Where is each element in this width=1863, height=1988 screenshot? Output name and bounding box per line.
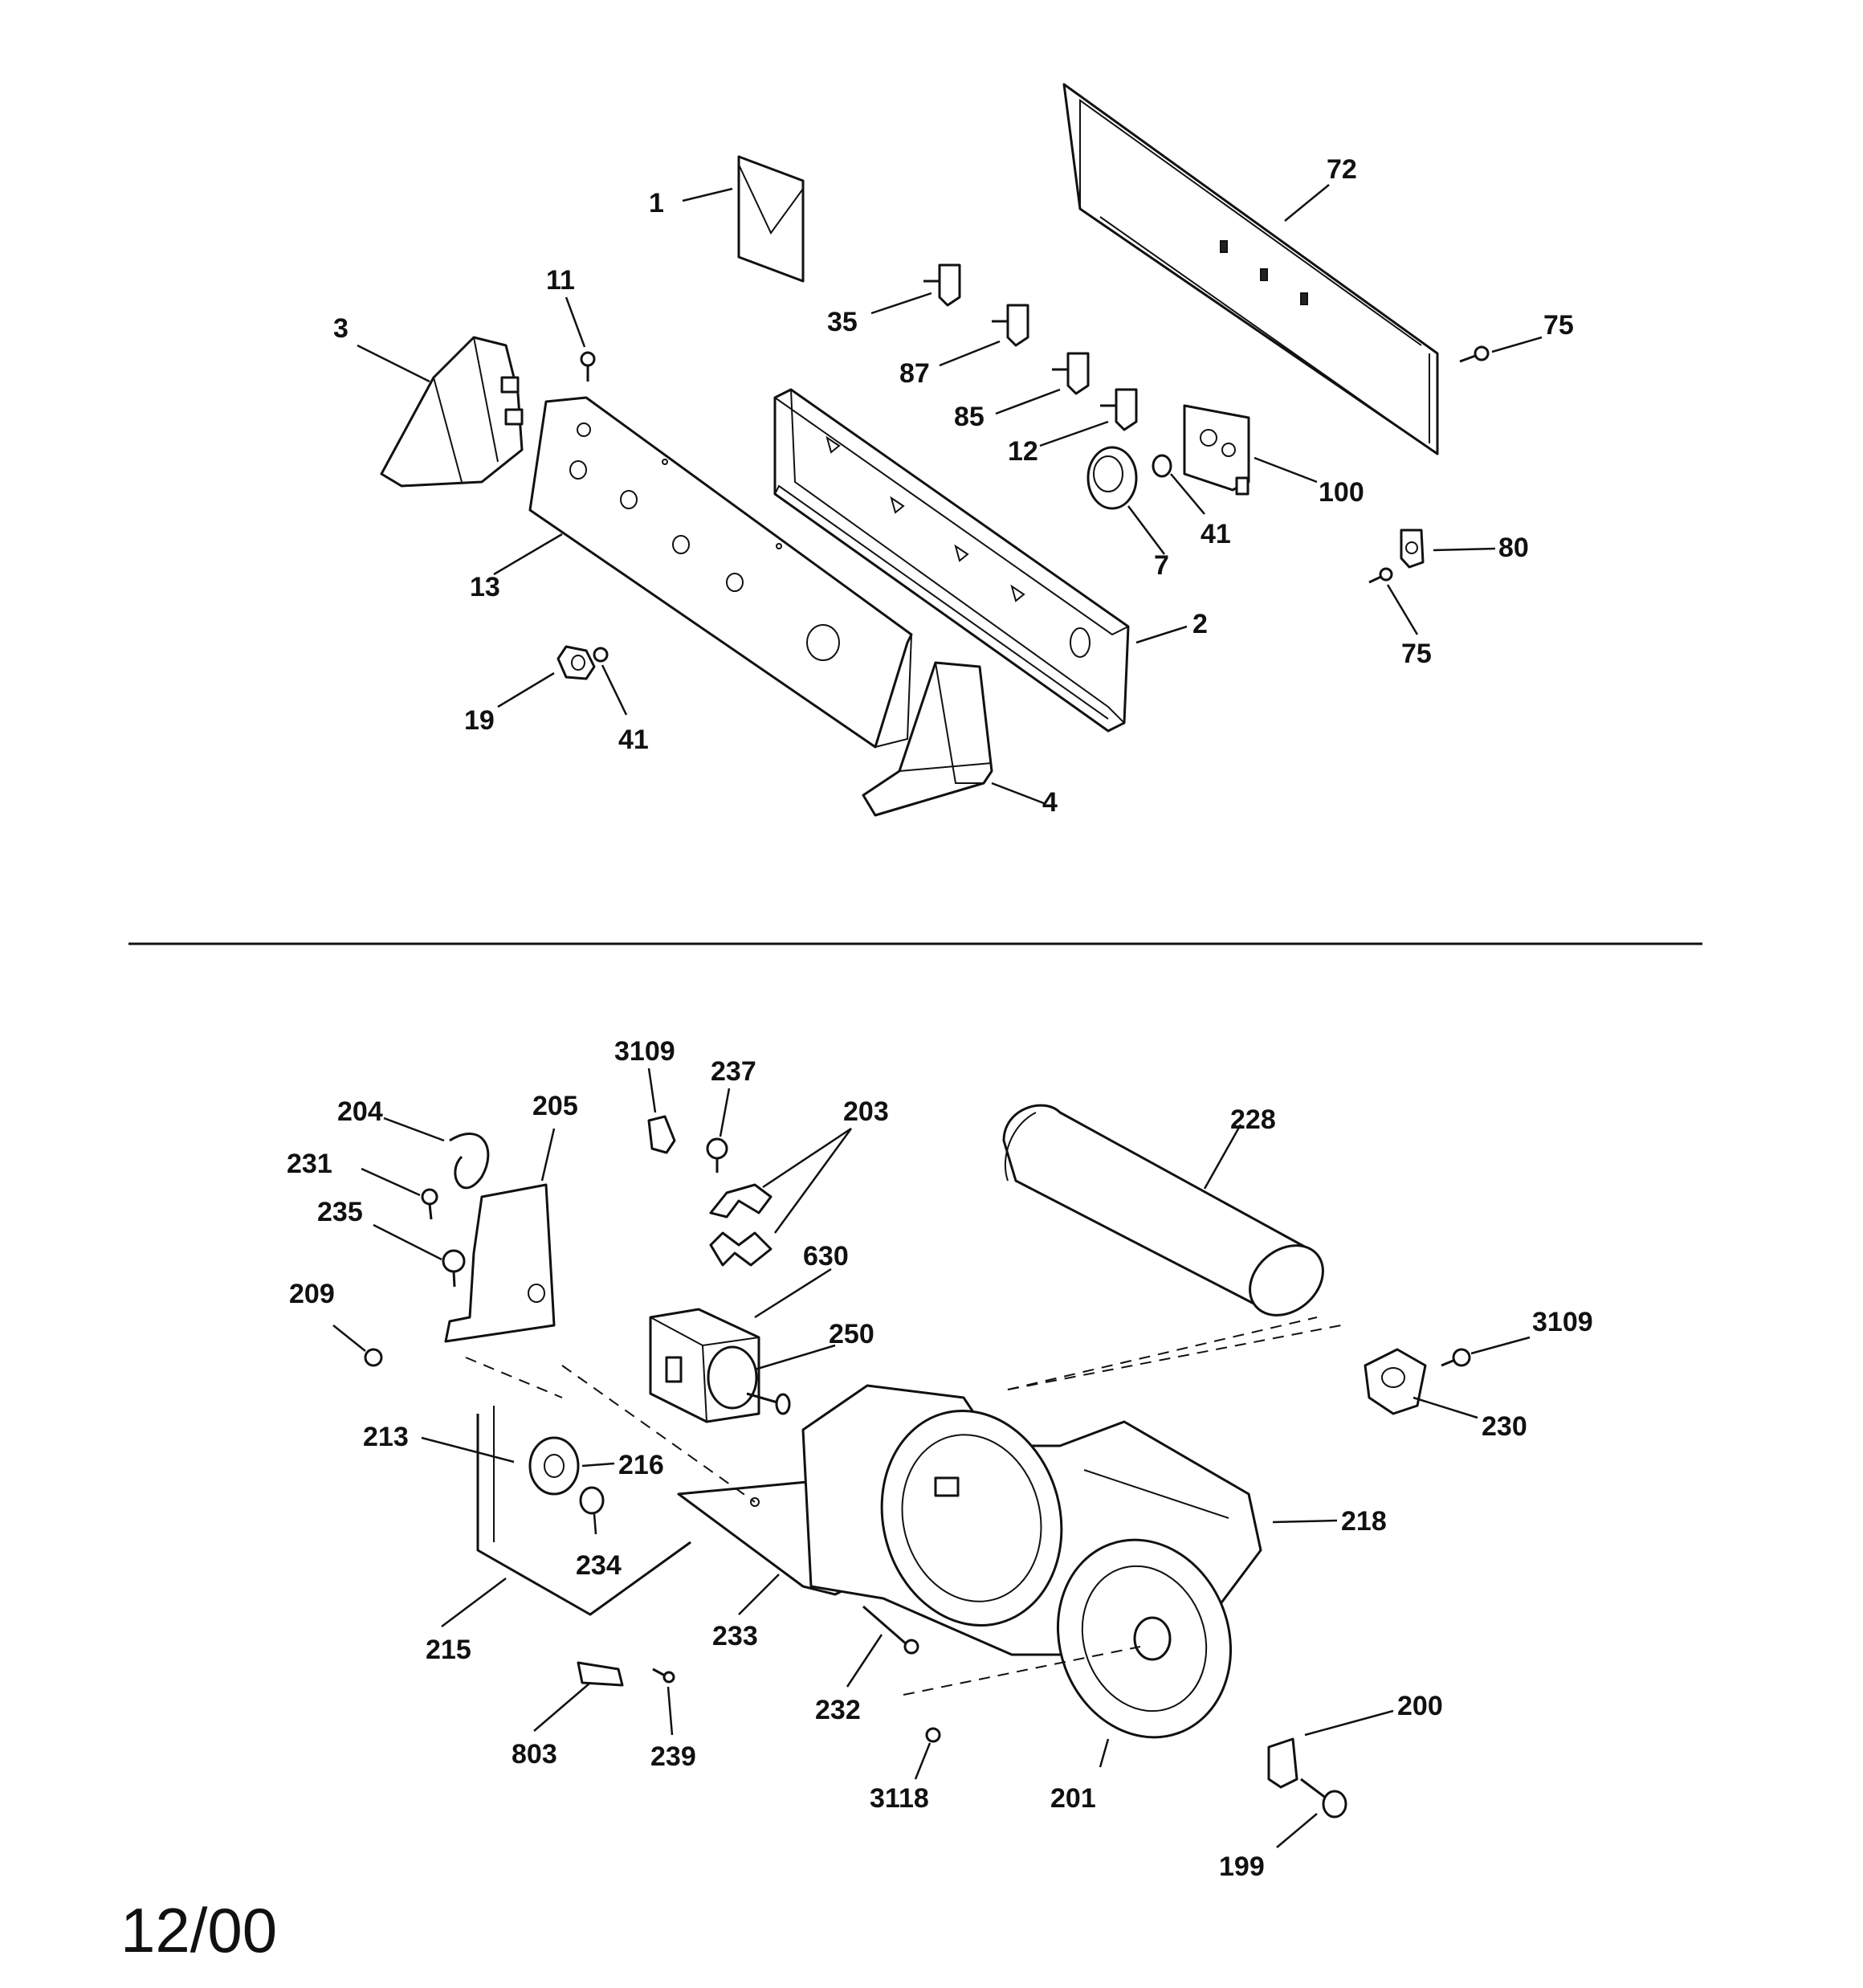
part-1-envelope [737, 155, 805, 283]
part-12-switch-bracket [1100, 388, 1138, 431]
part-80-clip [1400, 529, 1425, 569]
part-239-screw [652, 1668, 675, 1684]
part-11-screw [580, 351, 596, 382]
part-87-switch-bracket [992, 304, 1029, 347]
callout-204: 204 [337, 1096, 383, 1127]
callout-215: 215 [426, 1635, 471, 1665]
callout-12: 12 [1008, 436, 1038, 467]
part-228-exhaust-duct [1002, 1104, 1324, 1316]
part-4-end-bracket [862, 661, 993, 817]
part-237-screw [706, 1137, 728, 1173]
part-203-clamp-upper [709, 1183, 773, 1219]
part-234-pulley-small [579, 1486, 605, 1515]
callout-237: 237 [711, 1056, 756, 1087]
part-803-connector [577, 1661, 624, 1687]
part-213-heater-element [476, 1406, 691, 1616]
part-19-knob [556, 645, 596, 680]
callout-234: 234 [576, 1550, 622, 1581]
part-85-switch-bracket [1052, 352, 1090, 395]
part-203-clamp-lower [709, 1231, 773, 1267]
part-201-blower-wheel [1056, 1538, 1233, 1739]
callout-3109-upper: 3109 [614, 1036, 675, 1067]
callout-35: 35 [827, 307, 858, 337]
callout-72: 72 [1327, 154, 1357, 185]
callout-205: 205 [532, 1091, 578, 1121]
callout-228: 228 [1230, 1104, 1276, 1135]
callout-1: 1 [649, 188, 664, 218]
part-235-screw [442, 1249, 466, 1288]
callout-203: 203 [843, 1096, 889, 1127]
callout-209: 209 [289, 1279, 335, 1309]
callout-213: 213 [363, 1422, 409, 1452]
part-200-bracket [1267, 1737, 1298, 1789]
callout-232: 232 [815, 1695, 861, 1725]
callout-75-lower: 75 [1401, 639, 1432, 669]
part-204-clip [449, 1133, 490, 1190]
part-209-nut [364, 1348, 383, 1367]
date-code: 12/00 [120, 1895, 277, 1966]
part-216-pulley [528, 1436, 580, 1496]
part-75-screw-upper [1459, 345, 1490, 363]
callout-19: 19 [464, 705, 495, 736]
callout-250: 250 [829, 1319, 874, 1349]
callout-11: 11 [546, 265, 575, 296]
callout-100: 100 [1319, 477, 1364, 508]
part-205-bracket [444, 1183, 556, 1343]
part-199-bolt [1300, 1778, 1347, 1819]
callout-199: 199 [1219, 1851, 1265, 1882]
callout-201: 201 [1050, 1783, 1096, 1814]
part-35-switch-bracket [923, 263, 961, 307]
callout-3109-right: 3109 [1532, 1307, 1593, 1337]
part-3118-screw [925, 1727, 941, 1743]
part-231-screw [421, 1188, 438, 1220]
callout-231: 231 [287, 1149, 332, 1179]
callout-803: 803 [512, 1739, 557, 1770]
callout-2: 2 [1192, 609, 1208, 639]
callout-200: 200 [1397, 1691, 1443, 1721]
part-2-console-frame [773, 388, 1130, 733]
callout-239: 239 [650, 1741, 696, 1772]
part-41-spacer-lower [593, 647, 609, 663]
part-75-screw-lower [1368, 567, 1393, 584]
callout-41-upper: 41 [1201, 519, 1231, 549]
callout-85: 85 [954, 402, 984, 432]
part-3109-socket-right [1441, 1348, 1471, 1367]
part-3-end-cap [380, 336, 524, 488]
callout-87: 87 [899, 358, 930, 389]
part-232-shaft [862, 1605, 919, 1655]
callout-218: 218 [1341, 1506, 1387, 1537]
part-7-knob [1086, 446, 1138, 510]
part-13-control-panel [528, 396, 913, 749]
part-3109-lamp-socket [647, 1115, 676, 1154]
callout-3: 3 [333, 313, 349, 344]
callout-80: 80 [1498, 533, 1529, 563]
part-230-bracket [1364, 1348, 1427, 1415]
callout-216: 216 [618, 1450, 664, 1480]
callout-233: 233 [712, 1621, 758, 1651]
callout-75-upper: 75 [1543, 310, 1574, 341]
callout-230: 230 [1482, 1411, 1527, 1442]
callout-235: 235 [317, 1197, 363, 1227]
callout-7: 7 [1154, 550, 1169, 581]
callout-41-lower: 41 [618, 725, 649, 755]
part-250-motor [707, 1345, 791, 1415]
callout-4: 4 [1042, 787, 1058, 818]
part-41-spacer-upper [1152, 454, 1172, 478]
callout-13: 13 [470, 572, 500, 602]
callout-3118: 3118 [870, 1783, 929, 1814]
part-100-timer [1183, 404, 1250, 496]
part-72-rear-panel [1062, 83, 1439, 455]
callout-labels: 1 72 11 3 35 75 87 85 12 100 41 7 80 75 … [287, 154, 1593, 1882]
callout-630: 630 [803, 1241, 849, 1272]
